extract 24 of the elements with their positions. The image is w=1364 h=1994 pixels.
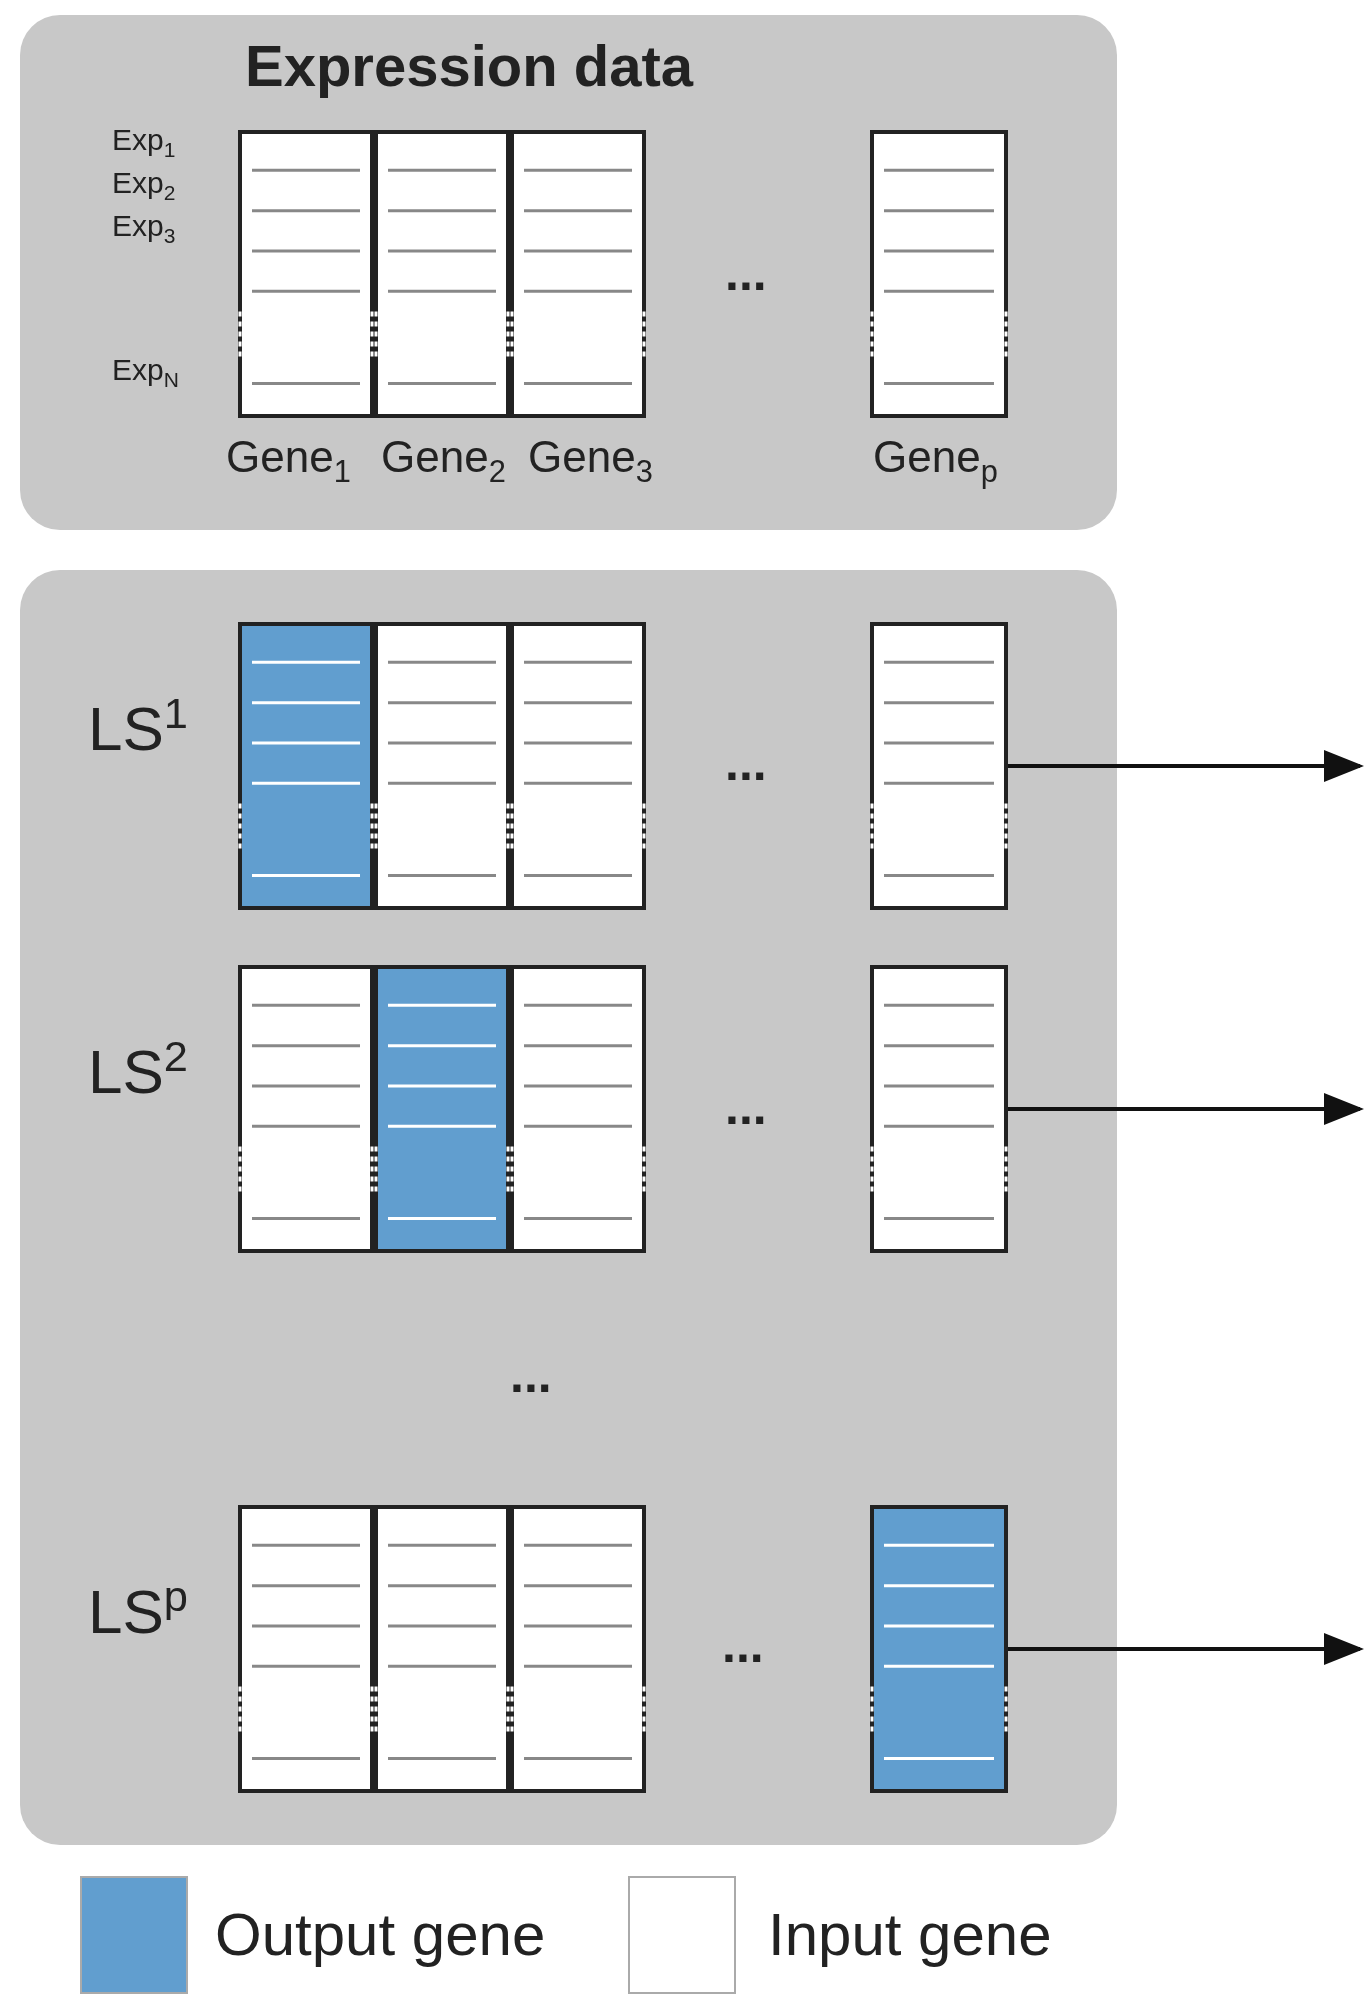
ellipsis: ... (725, 738, 767, 788)
panel-background (20, 15, 1117, 530)
row-label: Exp$_{3}$ (112, 211, 176, 246)
matrix-label: LS$^{1}$ (88, 692, 188, 760)
row-label: Exp$_{1}$ (112, 125, 176, 160)
matrix-label: LS$^{p}$ (88, 1575, 188, 1643)
panel-background (20, 570, 1117, 1845)
matrix-label: LS$^{2}$ (88, 1035, 188, 1103)
arrow (1008, 750, 1364, 782)
ellipsis: ... (725, 1082, 767, 1132)
column-label: Gene$_{3}$ (528, 435, 653, 488)
arrow (1008, 1093, 1364, 1125)
legend-label: Output gene (215, 1905, 546, 1965)
column-label: Gene$_{1}$ (226, 435, 351, 488)
row-label: Exp$_{2}$ (112, 168, 176, 203)
arrow (1008, 1633, 1364, 1665)
legend-label: Input gene (768, 1905, 1052, 1965)
column-label: Gene$_{2}$ (381, 435, 506, 488)
column-label: Gene$_{p}$ (873, 435, 998, 488)
data-matrix (238, 130, 1008, 418)
ellipsis: ... (725, 248, 767, 298)
row-label: Exp$_{N}$ (112, 355, 179, 390)
ellipsis: ... (722, 1620, 764, 1670)
ellipsis: ... (510, 1350, 552, 1400)
